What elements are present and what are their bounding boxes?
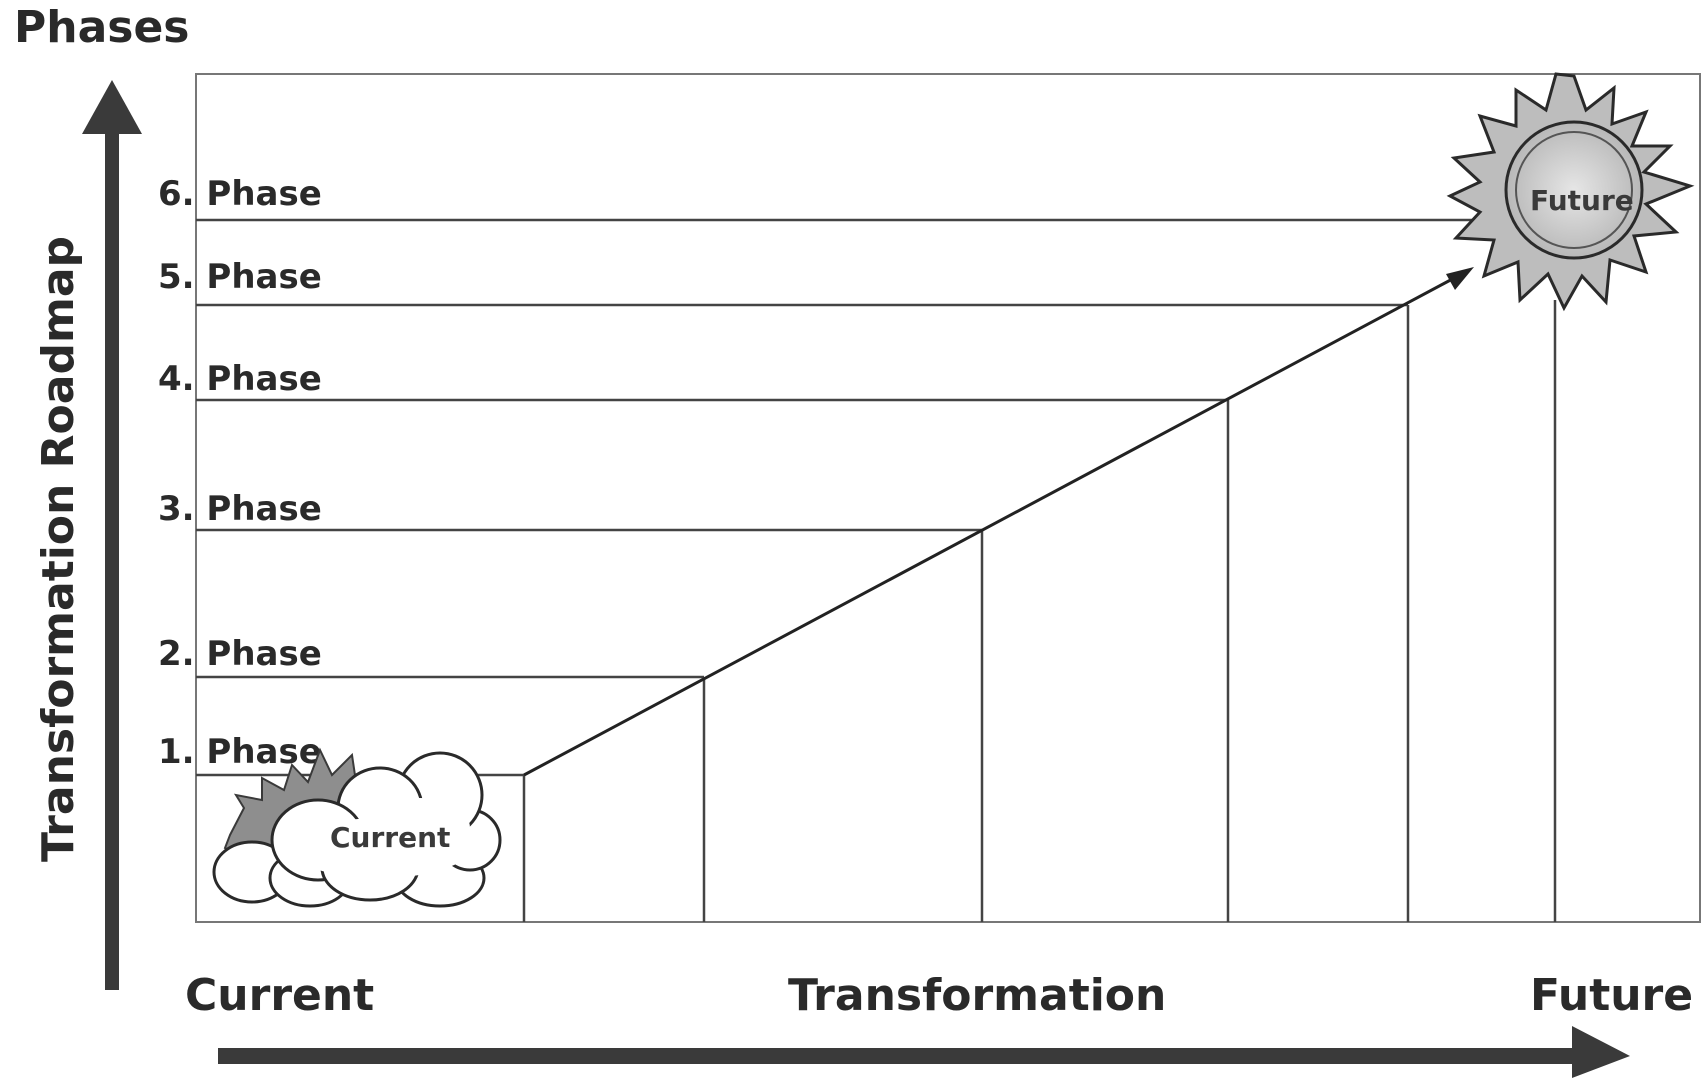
phase-label-5: 5. Phase xyxy=(158,257,322,297)
phase-levels xyxy=(196,218,1478,777)
horizontal-axis-arrow xyxy=(218,1026,1630,1078)
vertical-axis-arrow xyxy=(82,80,142,990)
future-state-label: Future xyxy=(1530,184,1634,217)
current-state-cloud-icon: Current xyxy=(212,747,502,908)
phase-label-4: 4. Phase xyxy=(158,359,322,399)
x-axis-label-current: Current xyxy=(185,970,374,1021)
x-axis-label-future: Future xyxy=(1530,970,1693,1021)
step-columns xyxy=(522,300,1557,922)
phase-label-1: 1. Phase xyxy=(158,732,322,772)
phase-labels: 1. Phase 2. Phase 3. Phase 4. Phase 5. P… xyxy=(158,174,322,772)
phase-label-3: 3. Phase xyxy=(158,489,322,529)
future-state-sun-icon: Future xyxy=(1446,72,1695,312)
x-axis-label-transformation: Transformation xyxy=(788,970,1166,1021)
chart-frame xyxy=(195,73,1701,923)
phase-label-6: 6. Phase xyxy=(158,174,322,214)
current-state-label: Current xyxy=(330,821,450,854)
transformation-trend-arrow xyxy=(523,267,1474,777)
phase-label-2: 2. Phase xyxy=(158,634,322,674)
phases-title: Phases xyxy=(14,2,189,53)
vertical-axis-label: Transformation Roadmap xyxy=(33,236,84,862)
